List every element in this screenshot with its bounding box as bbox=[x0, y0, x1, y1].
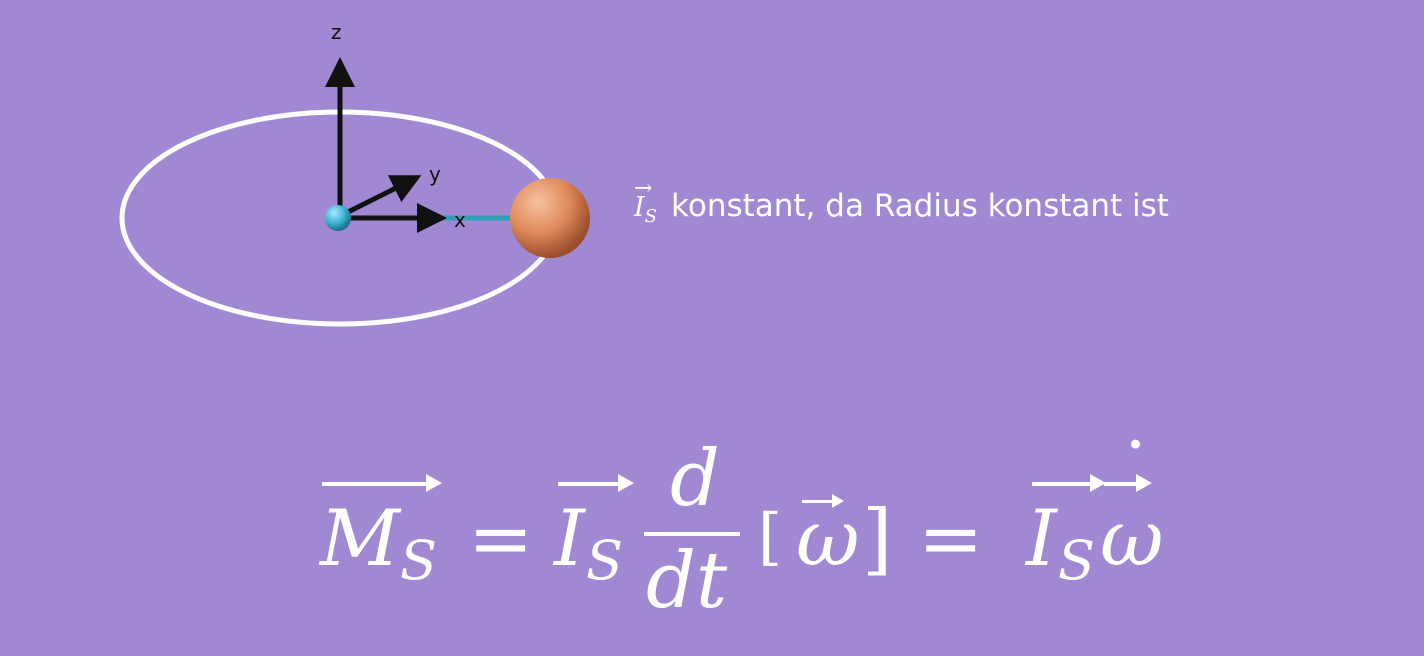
y-axis-label: y bbox=[429, 162, 441, 186]
fraction-numerator: d bbox=[670, 434, 720, 524]
caption-vector-symbol: →IS bbox=[634, 176, 658, 227]
inertia-subscript-2: S bbox=[1058, 529, 1095, 592]
caption: →IS konstant, da Radius konstant ist bbox=[634, 176, 1169, 227]
z-axis-label: z bbox=[331, 20, 342, 44]
torque-subscript: S bbox=[400, 529, 437, 592]
formula: M S = I S d dt [ ω ] = I S ˙ ω bbox=[318, 428, 1178, 636]
omega-symbol-2: ω bbox=[1100, 494, 1164, 584]
vector-bar bbox=[1104, 482, 1142, 486]
inertia-subscript-1: S bbox=[586, 529, 623, 592]
time-derivative-dot: ˙ bbox=[1116, 428, 1155, 518]
mass-sphere bbox=[510, 178, 590, 258]
caption-text: konstant, da Radius konstant ist bbox=[671, 188, 1169, 224]
fraction-denominator: dt bbox=[646, 536, 728, 626]
vector-arrow-icon: → bbox=[634, 176, 653, 201]
equals-sign-2: = bbox=[918, 494, 984, 584]
vector-arrow-icon bbox=[426, 474, 442, 492]
vector-arrow-icon bbox=[1090, 474, 1106, 492]
bracket-close: ] bbox=[862, 494, 893, 584]
omega-symbol-1: ω bbox=[796, 494, 860, 584]
vector-bar bbox=[1032, 482, 1096, 486]
bracket-open: [ bbox=[758, 500, 783, 573]
vector-bar bbox=[802, 500, 836, 503]
torque-symbol: M bbox=[320, 494, 400, 584]
vector-bar bbox=[322, 482, 432, 486]
vector-bar bbox=[558, 482, 624, 486]
inertia-symbol-1: I bbox=[554, 494, 585, 584]
center-sphere bbox=[325, 205, 351, 231]
inertia-symbol-2: I bbox=[1026, 494, 1057, 584]
equals-sign-1: = bbox=[468, 494, 534, 584]
vector-arrow-icon bbox=[832, 494, 844, 508]
y-axis-arrow bbox=[338, 175, 422, 219]
x-axis-label: x bbox=[454, 208, 466, 232]
vector-arrow-icon bbox=[618, 474, 634, 492]
vector-arrow-icon bbox=[1136, 474, 1152, 492]
fraction-bar bbox=[644, 532, 740, 536]
